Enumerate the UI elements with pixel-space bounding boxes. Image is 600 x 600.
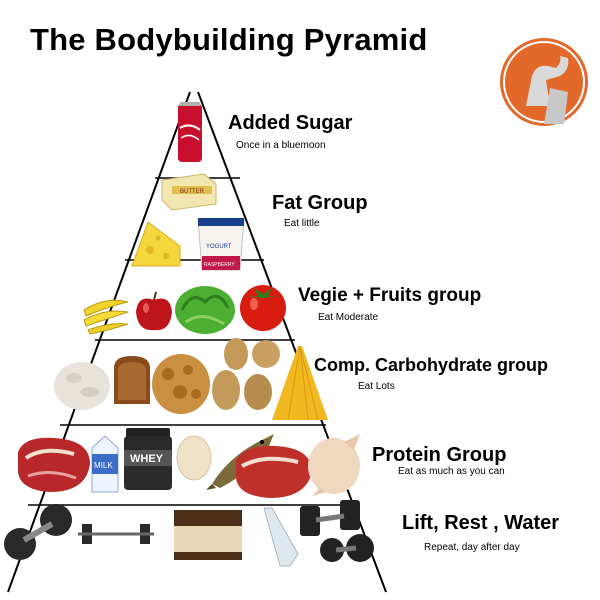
apple-icon [136,291,172,331]
butter-icon: BUTTER [161,173,217,211]
egg-icon [176,435,212,481]
tier-title-lift-rest-water: Lift, Rest , Water [402,512,560,534]
page-title: The Bodybuilding Pyramid [30,22,428,57]
tier-title-vegie-fruits: Vegie + Fruits group [298,285,482,306]
water-bottle-icon [263,507,299,567]
tier-subtitle-protein: Eat as much as you can [398,466,505,477]
milk-carton-icon: MILK [91,435,119,493]
dumbbell-icon [4,504,72,560]
cola-can-icon [178,102,202,162]
potato-icon [212,338,280,410]
tier-subtitle-vegie-fruits: Eat Moderate [318,312,379,323]
yogurt-label-1: YOGURT [206,244,232,250]
lettuce-icon [175,286,235,334]
tomato-icon [240,285,286,331]
tier-title-added-sugar: Added Sugar [228,112,353,134]
tier-title-protein: Protein Group [372,444,507,466]
steak-icon [236,445,312,498]
flexing-arm-icon [500,38,588,126]
yogurt-label-2: RASPBERRY [204,262,235,268]
bread-icon [114,356,150,404]
yogurt-cup-icon: YOGURT RASPBERRY [197,218,245,271]
tier-title-carbohydrate: Comp. Carbohydrate group [314,355,549,375]
tier-subtitle-lift-rest-water: Repeat, day after day [424,542,520,553]
whey-tub-icon: WHEY [124,428,172,490]
dumbbell-icon [300,500,374,562]
pasta-icon [272,345,328,421]
bed-icon [174,510,242,560]
whey-label: WHEY [130,453,164,465]
tier-subtitle-carbohydrate: Eat Lots [358,381,395,392]
banana-icon [83,299,129,335]
milk-label: MILK [94,461,113,470]
chicken-icon [308,434,360,496]
butter-label: BUTTER [180,189,205,195]
steak-icon [18,437,90,492]
cereal-icon [152,354,210,414]
tier-subtitle-fat-group: Eat little [284,218,320,229]
tier-subtitle-added-sugar: Once in a bluemoon [236,140,326,151]
barbell-icon [78,524,154,544]
rice-icon [54,362,110,410]
tier-title-fat-group: Fat Group [272,192,368,214]
cheese-icon [131,221,181,267]
